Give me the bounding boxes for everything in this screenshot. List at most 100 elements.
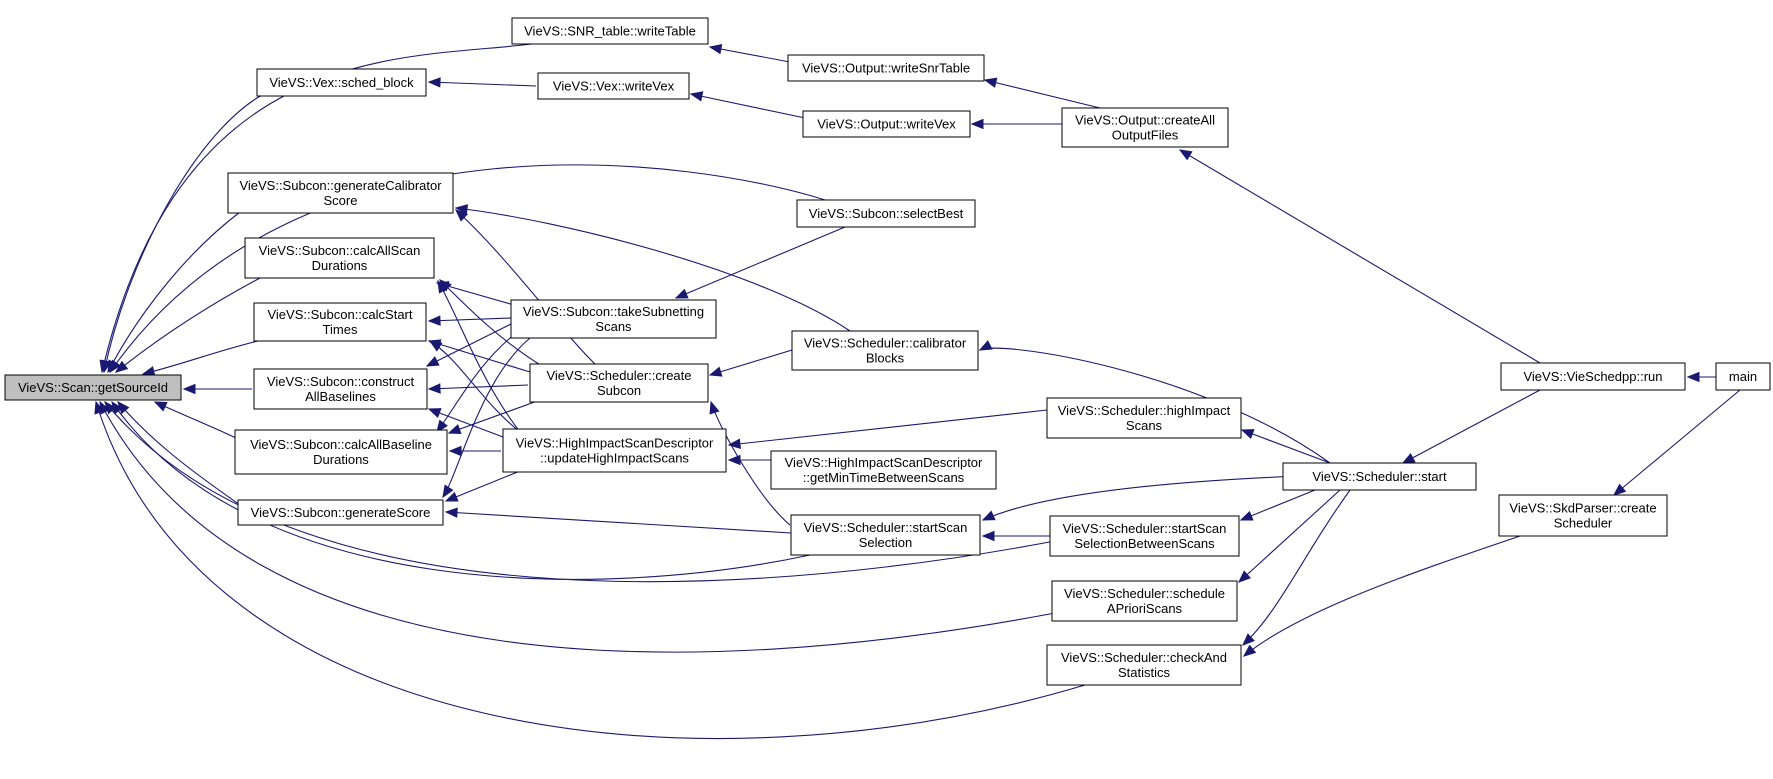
node-updateHI[interactable]: VieVS::HighImpactScanDescriptor::updateH… [502, 428, 727, 473]
edge-line [1238, 489, 1341, 583]
node-label: Durations [312, 258, 368, 273]
node-label: VieVS::HighImpactScanDescriptor [785, 455, 983, 470]
edge-line [428, 317, 513, 322]
edge-arrowhead [425, 356, 440, 367]
edge-arrowhead [444, 507, 458, 518]
node-label: Scans [595, 319, 632, 334]
node-label: ::getMinTimeBetweenScans [803, 470, 965, 485]
edge-line [984, 79, 1101, 109]
edge-line [154, 401, 241, 441]
node-run[interactable]: VieVS::VieSchedpp::run [1500, 362, 1686, 391]
edge-line [709, 349, 793, 376]
node-sched_block[interactable]: VieVS::Vex::sched_block [256, 68, 427, 97]
call-edges [94, 43, 1741, 740]
node-writeVex[interactable]: VieVS::Vex::writeVex [537, 72, 690, 100]
node-label: VieVS::Output::createAll [1075, 113, 1215, 128]
node-writeTable[interactable]: VieVS::SNR_table::writeTable [511, 17, 709, 45]
edge-selectBest-to-getSourceId [109, 164, 826, 374]
node-startScanSelBetween[interactable]: VieVS::Scheduler::startScanSelectionBetw… [1049, 515, 1240, 557]
edge-schedStart-to-startScanSelBetween [1239, 489, 1316, 521]
edge-run-to-createAll [1178, 149, 1541, 364]
edge-updateHI-to-calcAllBaseline [448, 445, 501, 457]
node-label: VieVS::HighImpactScanDescriptor [516, 436, 714, 451]
call-nodes: VieVS::Scan::getSourceId VieVS::SNR_table… [4, 17, 1771, 686]
node-schedStart[interactable]: VieVS::Scheduler::start [1282, 462, 1477, 491]
node-box [237, 499, 444, 526]
node-box [529, 363, 709, 403]
node-box [1061, 107, 1229, 148]
edge-line [439, 279, 543, 367]
edge-skdCreate-to-checkAnd [1242, 535, 1521, 657]
edge-line [428, 81, 537, 87]
node-label: VieVS::Scheduler::schedule [1064, 586, 1225, 601]
node-label: VieVS::Scheduler::startScan [1063, 521, 1227, 536]
node-outSnr[interactable]: VieVS::Output::writeSnrTable [787, 54, 985, 82]
node-label: VieVS::Scheduler::start [1312, 469, 1447, 484]
node-label: main [1729, 369, 1757, 384]
edge-updateHI-to-genScore [444, 470, 521, 502]
node-label: VieVS::Subcon::selectBest [809, 206, 964, 221]
edge-calcAllBaseline-to-getSourceId [153, 401, 241, 441]
node-label: VieVS::Scheduler::startScan [804, 520, 968, 535]
edge-arrowhead [1401, 452, 1416, 464]
edge-arrowhead [427, 408, 442, 418]
edge-writeVex-to-sched_block [427, 77, 537, 88]
edge-line [117, 401, 241, 506]
edge-createSubcon-to-construct [427, 383, 529, 394]
edge-arrowhead [1239, 510, 1254, 521]
node-getMinTime[interactable]: VieVS::HighImpactScanDescriptor::getMinT… [770, 450, 997, 490]
edge-arrowhead [1242, 644, 1257, 657]
node-label: VieVS::SNR_table::writeTable [524, 24, 696, 39]
node-main[interactable]: main [1715, 362, 1771, 391]
node-genScore[interactable]: VieVS::Subcon::generateScore [237, 499, 444, 526]
edge-startScanSelBetween-to-startScanSel [981, 530, 1050, 542]
node-box [244, 237, 435, 279]
edge-line [99, 401, 1056, 653]
edge-highImpact-to-updateHI [727, 409, 1048, 449]
edge-arrowhead [689, 91, 704, 102]
node-outVex[interactable]: VieVS::Output::writeVex [802, 110, 971, 138]
node-box [1282, 462, 1477, 491]
node-getSourceId[interactable]: VieVS::Scan::getSourceId [4, 374, 182, 401]
edge-line [436, 329, 521, 433]
edge-line [111, 401, 811, 580]
edge-line [428, 340, 531, 373]
node-label: VieVS::Output::writeVex [817, 117, 956, 132]
edge-line [115, 277, 261, 373]
node-label: Selection [859, 535, 912, 550]
edge-line [428, 408, 504, 438]
edge-takeSub-to-calcAllBaseline [436, 329, 521, 434]
edge-calcStart-to-getSourceId [141, 339, 263, 377]
edge-run-to-schedStart [1401, 389, 1541, 464]
edge-sched_block-to-getSourceId [101, 94, 263, 374]
edge-arrowhead [709, 400, 720, 415]
edge-line [428, 384, 529, 390]
edge-updateHI-to-calcStart [428, 340, 521, 433]
edge-arrowhead [674, 288, 689, 299]
edge-main-to-skdCreate [1612, 389, 1741, 496]
edge-createAll-to-outSnr [983, 77, 1101, 109]
node-selectBest[interactable]: VieVS::Subcon::selectBest [796, 199, 976, 228]
node-label: VieVS::VieSchedpp::run [1523, 369, 1662, 384]
node-label: VieVS::Scan::getSourceId [18, 380, 168, 395]
edge-calBlocks-to-genCal [454, 204, 851, 332]
edge-line [728, 409, 1048, 446]
edge-startScanSel-to-createSubcon [709, 400, 791, 526]
node-box [1498, 494, 1668, 537]
node-label: VieVS::Subcon::generateCalibrator [239, 178, 442, 193]
